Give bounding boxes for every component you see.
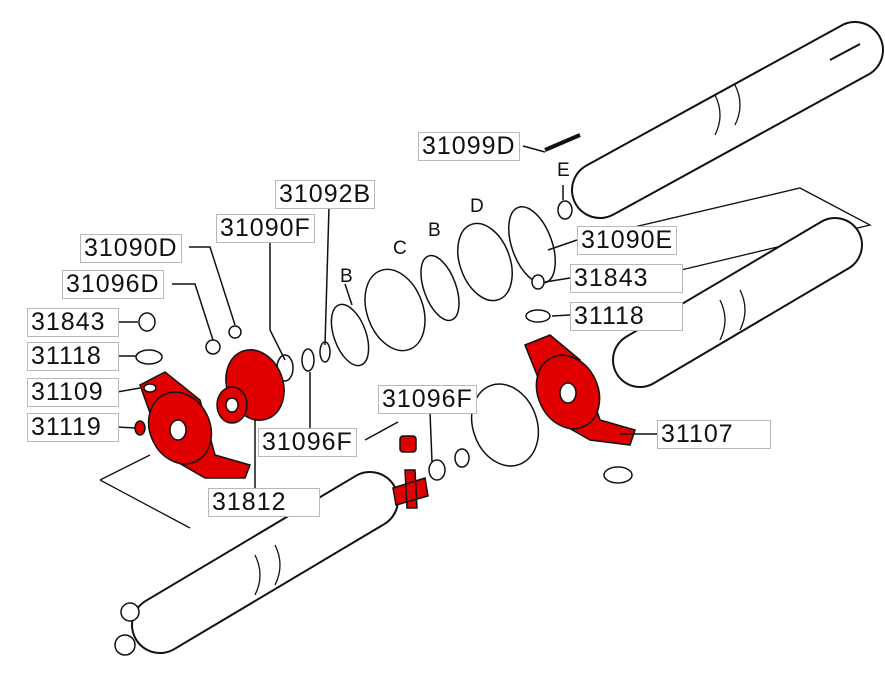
part-label-31090F[interactable]: 31090F	[216, 214, 315, 243]
part-label-31119[interactable]: 31119	[27, 413, 119, 442]
propeller-shaft-lower	[131, 471, 399, 654]
part-label-31090E[interactable]: 31090E	[577, 226, 678, 255]
part-label-31107[interactable]: 31107	[657, 420, 771, 449]
part-label-31096D[interactable]: 31096D	[62, 270, 164, 299]
part-31812-flange-yoke	[216, 349, 285, 424]
part-31119	[134, 420, 146, 436]
part-label-31096F-lower[interactable]: 31096F	[258, 428, 357, 457]
part-label-31099D[interactable]: 31099D	[418, 132, 520, 161]
part-C	[364, 268, 426, 352]
propeller-shaft-upper	[571, 21, 884, 219]
part-label-31096F-center[interactable]: 31096F	[378, 385, 477, 414]
part-B-left	[330, 303, 370, 367]
part-label-31109[interactable]: 31109	[27, 378, 119, 407]
part-letter-E: E	[557, 160, 570, 181]
part-letter-B-left: B	[340, 266, 353, 287]
part-label-31092B[interactable]: 31092B	[275, 180, 376, 209]
part-label-31118-right[interactable]: 31118	[570, 302, 683, 331]
part-label-31812[interactable]: 31812	[208, 488, 320, 517]
part-label-31843-left[interactable]: 31843	[27, 308, 119, 337]
part-D	[457, 222, 513, 302]
part-31109-center-bearing	[139, 371, 251, 479]
universal-joint-red	[392, 469, 429, 509]
group-bracket-upper	[599, 187, 872, 276]
part-label-31118-left[interactable]: 31118	[27, 342, 119, 371]
part-label-31090D[interactable]: 31090D	[80, 234, 182, 263]
part-31107-center-bearing	[524, 334, 636, 446]
part-letter-D: D	[470, 196, 484, 217]
part-letter-C: C	[393, 238, 407, 259]
propeller-shaft-middle	[612, 217, 863, 388]
part-letter-B-right: B	[428, 220, 441, 241]
part-label-31843-right[interactable]: 31843	[570, 264, 683, 293]
companion-flange	[470, 383, 540, 467]
part-B-right	[420, 254, 460, 322]
bushing-red	[399, 435, 417, 453]
group-bracket-lower	[99, 454, 191, 529]
